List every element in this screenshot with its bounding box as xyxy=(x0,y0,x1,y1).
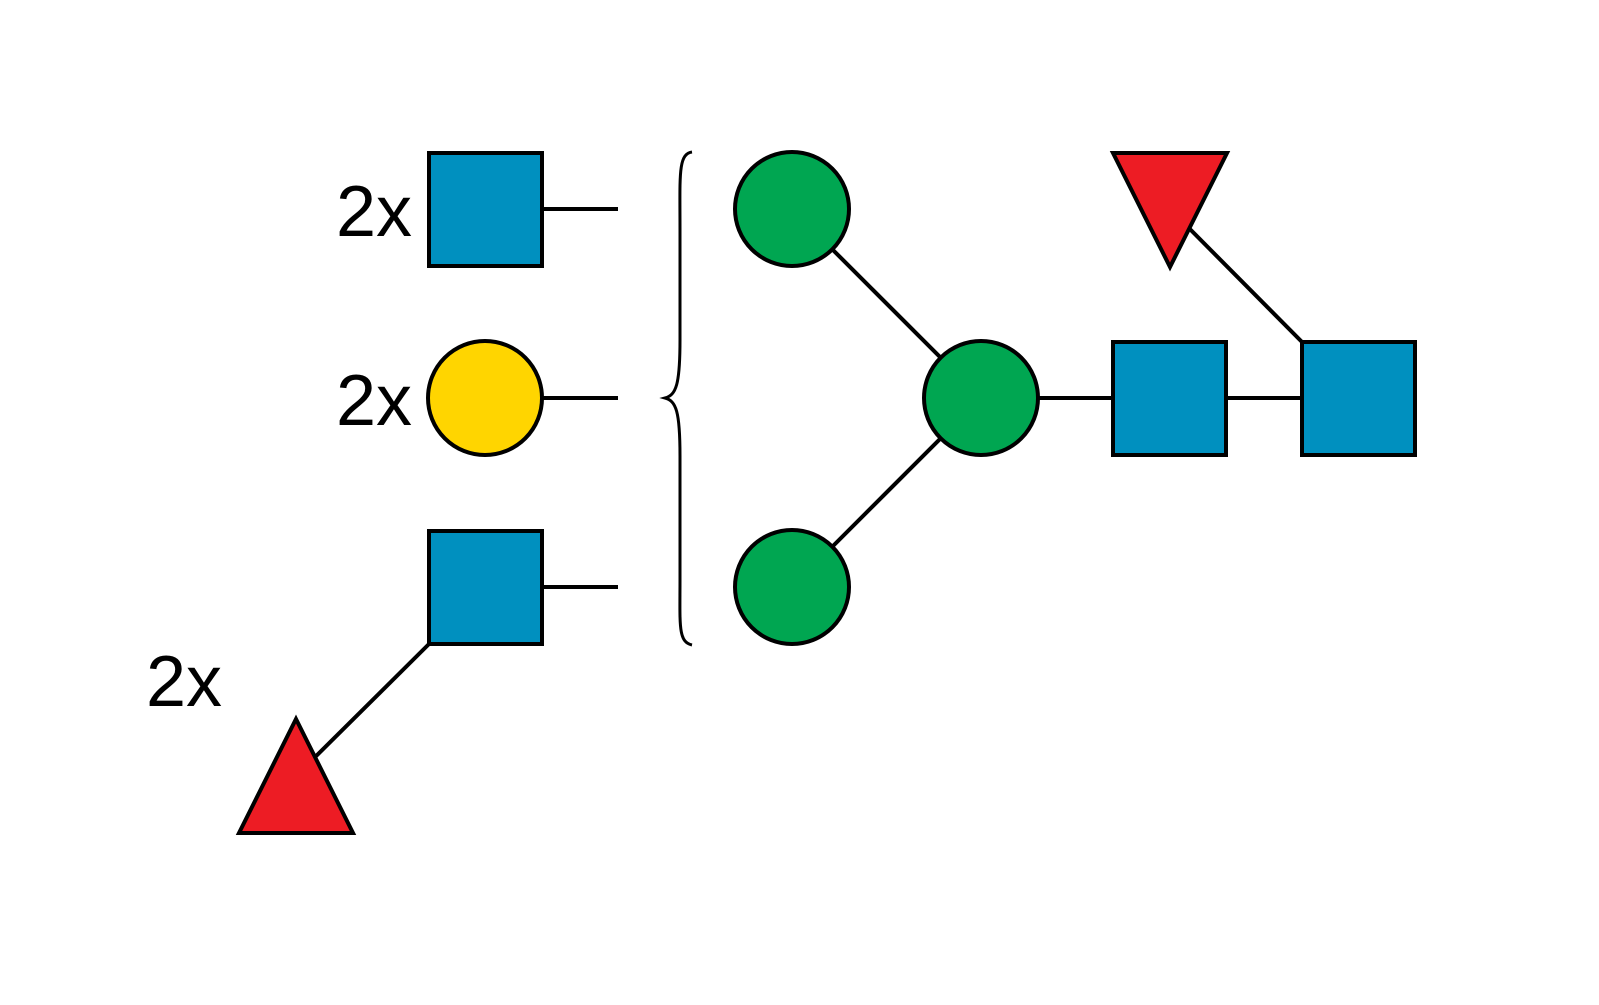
green-circle-mannose-icon xyxy=(922,339,1040,457)
blue-square-glcnac-icon xyxy=(427,529,544,646)
red-triangle-fucose-icon xyxy=(1109,151,1231,272)
count-label-glcnac: 2x xyxy=(336,172,412,252)
blue-square-glcnac-icon xyxy=(427,151,544,268)
yellow-circle-galactose-icon xyxy=(426,339,544,457)
count-label-galactose: 2x xyxy=(336,361,412,441)
bond-core-fucose xyxy=(1168,207,1304,344)
bond-fucose-to-glcnac xyxy=(294,641,432,778)
green-circle-mannose-icon xyxy=(733,150,851,268)
bonds xyxy=(294,207,1304,778)
brace xyxy=(659,150,693,647)
blue-square-glcnac-icon xyxy=(1111,340,1228,457)
blue-square-glcnac-icon xyxy=(1300,340,1417,457)
red-triangle-fucose-icon xyxy=(235,714,357,835)
green-circle-mannose-icon xyxy=(733,528,851,646)
count-label-fucose-branch: 2x xyxy=(146,642,222,722)
